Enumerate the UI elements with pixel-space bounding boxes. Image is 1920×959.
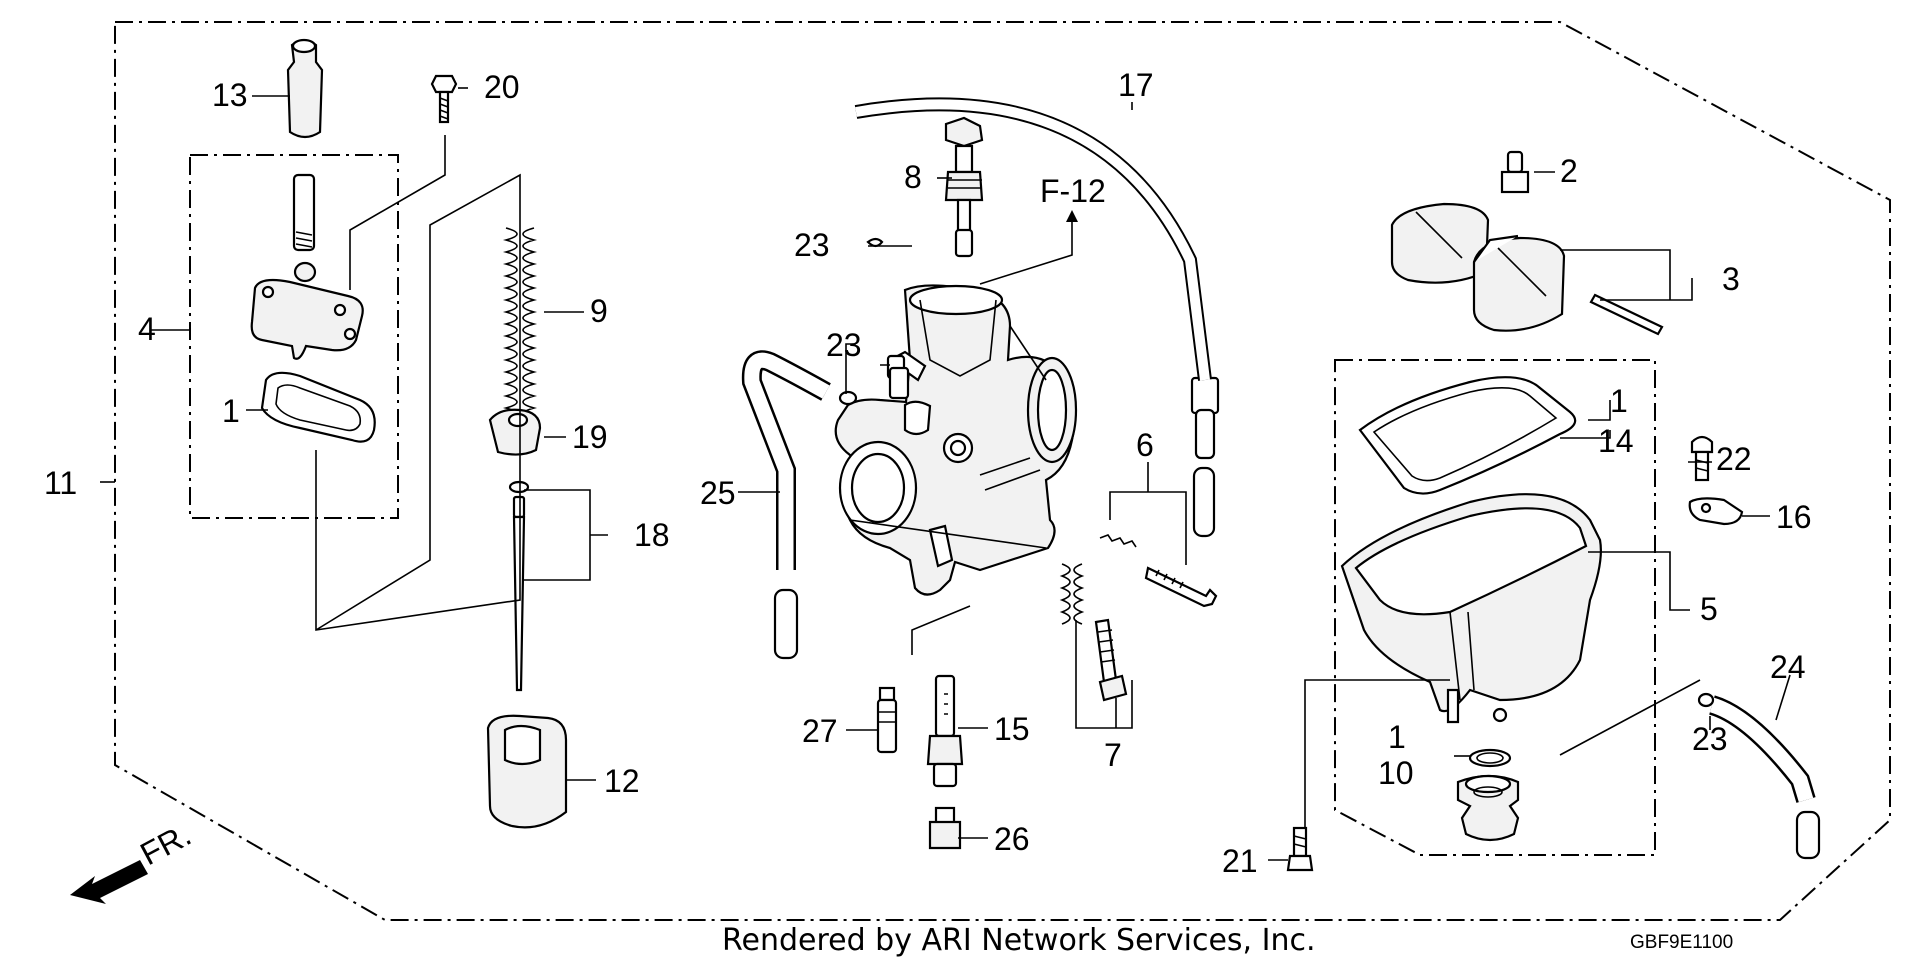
drain-plug: [1456, 774, 1520, 842]
callout-21: 21: [1222, 843, 1258, 879]
callout-1-top-gasket: 1: [222, 393, 240, 429]
part-20-screw: [430, 74, 458, 124]
callout-4: 4: [138, 311, 156, 347]
part-23-clip-mid: [838, 390, 858, 406]
footer-credit: Rendered by ARI Network Services, Inc.: [722, 923, 1316, 958]
part-9-spring: [502, 227, 538, 421]
callout-23-lower: 23: [1692, 721, 1728, 757]
assembly-boundary: [114, 21, 1891, 921]
part-6-screw-spring: [1099, 534, 1218, 608]
reference-leader: [979, 214, 1073, 285]
callout-23-upper: 23: [794, 227, 830, 263]
part-18-needle: [508, 480, 530, 692]
callout-12: 12: [604, 763, 640, 799]
part-21-screw: [1286, 826, 1314, 872]
callout-26: 26: [994, 821, 1030, 857]
callout-25: 25: [700, 475, 736, 511]
carburetor-body: [834, 284, 1078, 596]
reference-code: F-12: [1040, 173, 1106, 209]
part-8-starter-valve: [944, 116, 984, 258]
part-1-gasket-top: [260, 371, 376, 443]
part-13-cap-boot: [286, 38, 324, 139]
part-25-vent-hose: [741, 350, 831, 660]
callout-8: 8: [904, 159, 922, 195]
callout-1-o-ring: 1: [1388, 719, 1406, 755]
part-26-main-jet: [928, 806, 962, 850]
part-24-overflow-hose: [1697, 692, 1821, 860]
float-chamber-assembly-box: [1334, 359, 1656, 856]
callout-16: 16: [1776, 499, 1812, 535]
callout-6: 6: [1136, 427, 1154, 463]
part-4-top-assembly: [250, 173, 364, 360]
callout-24: 24: [1770, 649, 1806, 685]
leader-lines: [100, 87, 1791, 861]
part-19-retainer: [488, 408, 542, 456]
callout-18: 18: [634, 517, 670, 553]
callout-1-chamber-gasket: 1: [1610, 383, 1628, 419]
part-14-chamber-gasket: [1358, 376, 1577, 495]
part-2-float-pin-clip: [1500, 150, 1530, 194]
callout-10: 10: [1378, 755, 1414, 791]
callout-13: 13: [212, 77, 248, 113]
callout-23-mid: 23: [826, 327, 862, 363]
callout-17: 17: [1118, 67, 1154, 103]
callout-27: 27: [802, 713, 838, 749]
top-cap-assembly-box: [189, 154, 399, 519]
callout-9: 9: [590, 293, 608, 329]
part-12-throttle-valve: [486, 714, 568, 829]
front-direction-label: FR.: [134, 816, 196, 872]
callout-3: 3: [1722, 261, 1740, 297]
part-10-o-ring: [1468, 748, 1512, 768]
part-17-cable-hose: [584, 84, 1220, 538]
nipple-fitting: [888, 366, 910, 400]
part-5-float-chamber: [1340, 493, 1602, 724]
part-7-screw-spring: [1059, 563, 1128, 702]
callout-15: 15: [994, 711, 1030, 747]
part-3-float: [1390, 202, 1664, 336]
callout-11: 11: [44, 465, 77, 501]
callout-7: 7: [1104, 737, 1122, 773]
part-22-screw: [1690, 435, 1714, 482]
callout-19: 19: [572, 419, 608, 455]
callout-20: 20: [484, 69, 520, 105]
callout-2: 2: [1560, 153, 1578, 189]
part-15-needle-jet: [926, 674, 964, 788]
part-16-bracket: [1688, 497, 1744, 526]
hose-17-routing: [854, 97, 1212, 381]
part-23-clip-upper: [866, 237, 884, 248]
callout-5: 5: [1700, 591, 1718, 627]
part-27-jet: [876, 686, 898, 754]
drawing-code: GBF9E1100: [1630, 932, 1733, 953]
callout-22: 22: [1716, 441, 1752, 477]
callout-14: 14: [1598, 423, 1634, 459]
front-direction-arrow: [70, 860, 148, 904]
